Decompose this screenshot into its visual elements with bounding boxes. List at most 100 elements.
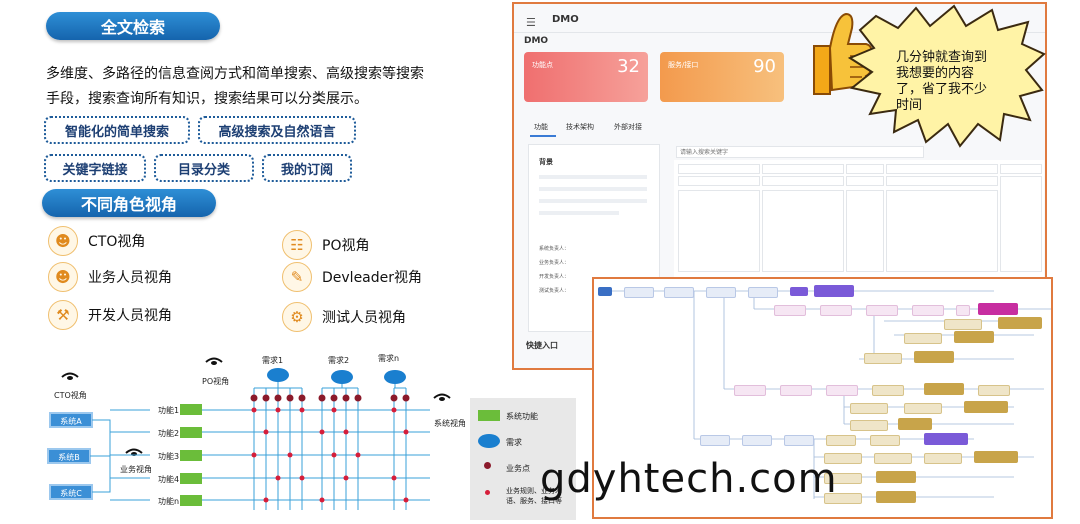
flow-node[interactable] bbox=[780, 385, 812, 396]
flow-node[interactable] bbox=[870, 435, 900, 446]
flow-node[interactable] bbox=[774, 305, 806, 316]
flow-node[interactable] bbox=[850, 420, 888, 431]
flow-node[interactable] bbox=[824, 473, 862, 484]
role-tester[interactable]: ⚙测试人员视角 bbox=[282, 302, 406, 332]
tab-function[interactable]: 功能 bbox=[534, 123, 548, 131]
flow-node[interactable] bbox=[914, 351, 954, 363]
flow-start[interactable] bbox=[598, 287, 612, 296]
team-icon: ☷ bbox=[282, 230, 312, 260]
grid-cell[interactable] bbox=[678, 164, 760, 174]
flow-node[interactable] bbox=[624, 287, 654, 298]
diagram-legend: 系统功能 需求 业务点 业务规则、业务术语、服务、接口等 bbox=[470, 398, 576, 520]
grid-cell[interactable] bbox=[886, 176, 998, 186]
tag-catalog[interactable]: 目录分类 bbox=[154, 154, 254, 182]
flow-node[interactable] bbox=[874, 453, 912, 464]
flow-node[interactable] bbox=[790, 287, 808, 296]
tag-keyword-link[interactable]: 关键字链接 bbox=[44, 154, 146, 182]
grid-cell[interactable] bbox=[762, 190, 844, 272]
test-owner: 测试负责人： bbox=[539, 288, 570, 294]
stat-label: 服务/接口 bbox=[668, 61, 699, 69]
flow-node[interactable] bbox=[748, 287, 778, 298]
need-n[interactable]: 需求n bbox=[378, 353, 406, 384]
flow-node[interactable] bbox=[824, 453, 862, 464]
system-box-b[interactable]: 系统B bbox=[47, 448, 91, 464]
role-cto[interactable]: ☻ CTO视角 bbox=[48, 226, 145, 256]
flow-node[interactable] bbox=[820, 305, 852, 316]
flow-node[interactable] bbox=[904, 333, 942, 344]
tag-subscription[interactable]: 我的订阅 bbox=[262, 154, 352, 182]
flow-node[interactable] bbox=[978, 385, 1010, 396]
function-row-1: 功能1 bbox=[158, 404, 202, 415]
flow-node[interactable] bbox=[876, 491, 916, 503]
flow-node[interactable] bbox=[964, 401, 1008, 413]
flow-node[interactable] bbox=[866, 305, 898, 316]
grid-cell[interactable] bbox=[846, 190, 884, 272]
flow-node[interactable] bbox=[814, 285, 854, 297]
grid-cell[interactable] bbox=[886, 164, 998, 174]
role-po[interactable]: ☷PO视角 bbox=[282, 230, 369, 260]
grid-cell[interactable] bbox=[762, 164, 844, 174]
flow-node[interactable] bbox=[784, 435, 814, 446]
function-label: 功能3 bbox=[158, 451, 179, 461]
flow-node[interactable] bbox=[904, 403, 942, 414]
flow-node[interactable] bbox=[924, 383, 964, 395]
need-2[interactable]: 需求2 bbox=[328, 355, 353, 384]
user-icon: ☻ bbox=[48, 226, 78, 256]
need-1[interactable]: 需求1 bbox=[262, 355, 289, 382]
flow-node[interactable] bbox=[850, 403, 888, 414]
tag-simple-search[interactable]: 智能化的简单搜索 bbox=[44, 116, 190, 144]
flow-node[interactable] bbox=[824, 493, 862, 504]
grid-cell[interactable] bbox=[886, 190, 998, 272]
grid-cell[interactable] bbox=[678, 190, 760, 272]
flow-node[interactable] bbox=[876, 471, 916, 483]
system-owner: 系统负责人： bbox=[539, 246, 570, 252]
flow-node[interactable] bbox=[706, 287, 736, 298]
grid-cell[interactable] bbox=[846, 164, 884, 174]
flow-node[interactable] bbox=[734, 385, 766, 396]
flow-node[interactable] bbox=[924, 433, 968, 445]
flow-node[interactable] bbox=[898, 418, 932, 430]
grid-cell[interactable] bbox=[678, 176, 760, 186]
role-label: CTO视角 bbox=[88, 234, 146, 250]
grid-cell[interactable] bbox=[846, 176, 884, 186]
grid-cell[interactable] bbox=[1000, 176, 1042, 272]
system-box-c[interactable]: 系统C bbox=[49, 484, 93, 500]
search-input[interactable] bbox=[676, 146, 924, 158]
stat-value: 90 bbox=[753, 56, 776, 77]
tab-architecture[interactable]: 技术架构 bbox=[566, 123, 594, 131]
flow-node[interactable] bbox=[924, 453, 962, 464]
function-label: 功能1 bbox=[158, 405, 179, 415]
flow-node[interactable] bbox=[864, 353, 902, 364]
bubble-text: 几分钟就查询到我想要的内容了，省了我不少时间 bbox=[896, 50, 988, 113]
menu-icon[interactable]: ☰ bbox=[526, 16, 536, 29]
flow-node[interactable] bbox=[700, 435, 730, 446]
flow-node[interactable] bbox=[872, 385, 904, 396]
flow-node[interactable] bbox=[912, 305, 944, 316]
flow-node[interactable] bbox=[826, 435, 856, 446]
flow-node[interactable] bbox=[956, 305, 970, 316]
flow-node[interactable] bbox=[826, 385, 858, 396]
tag-label: 智能化的简单搜索 bbox=[64, 124, 169, 140]
tester-icon: ⚙ bbox=[282, 302, 312, 332]
flow-node[interactable] bbox=[742, 435, 772, 446]
system-box-a[interactable]: 系统A bbox=[49, 412, 93, 428]
flow-node[interactable] bbox=[974, 451, 1018, 463]
flow-node[interactable] bbox=[944, 319, 982, 330]
role-devleader[interactable]: ✎Devleader视角 bbox=[282, 262, 422, 292]
role-developer[interactable]: ⚒开发人员视角 bbox=[48, 300, 172, 330]
flow-node[interactable] bbox=[954, 331, 994, 343]
flow-node[interactable] bbox=[998, 317, 1042, 329]
dev-owner: 开发负责人： bbox=[539, 274, 570, 280]
tag-advanced-search[interactable]: 高级搜索及自然语言 bbox=[198, 116, 356, 144]
flow-node[interactable] bbox=[978, 303, 1018, 315]
stat-card-services[interactable]: 服务/接口 90 bbox=[660, 52, 784, 102]
grid-cell[interactable] bbox=[762, 176, 844, 186]
stat-card-function-points[interactable]: 功能点 32 bbox=[524, 52, 648, 102]
function-label: 功能n bbox=[158, 496, 179, 506]
dmo-subtitle: DMO bbox=[524, 36, 549, 46]
tab-external[interactable]: 外部对接 bbox=[614, 123, 642, 131]
flow-node[interactable] bbox=[664, 287, 694, 298]
grid-cell[interactable] bbox=[1000, 164, 1042, 174]
quick-entry[interactable]: 快捷入口 bbox=[526, 341, 558, 350]
role-business[interactable]: ☻业务人员视角 bbox=[48, 262, 172, 292]
